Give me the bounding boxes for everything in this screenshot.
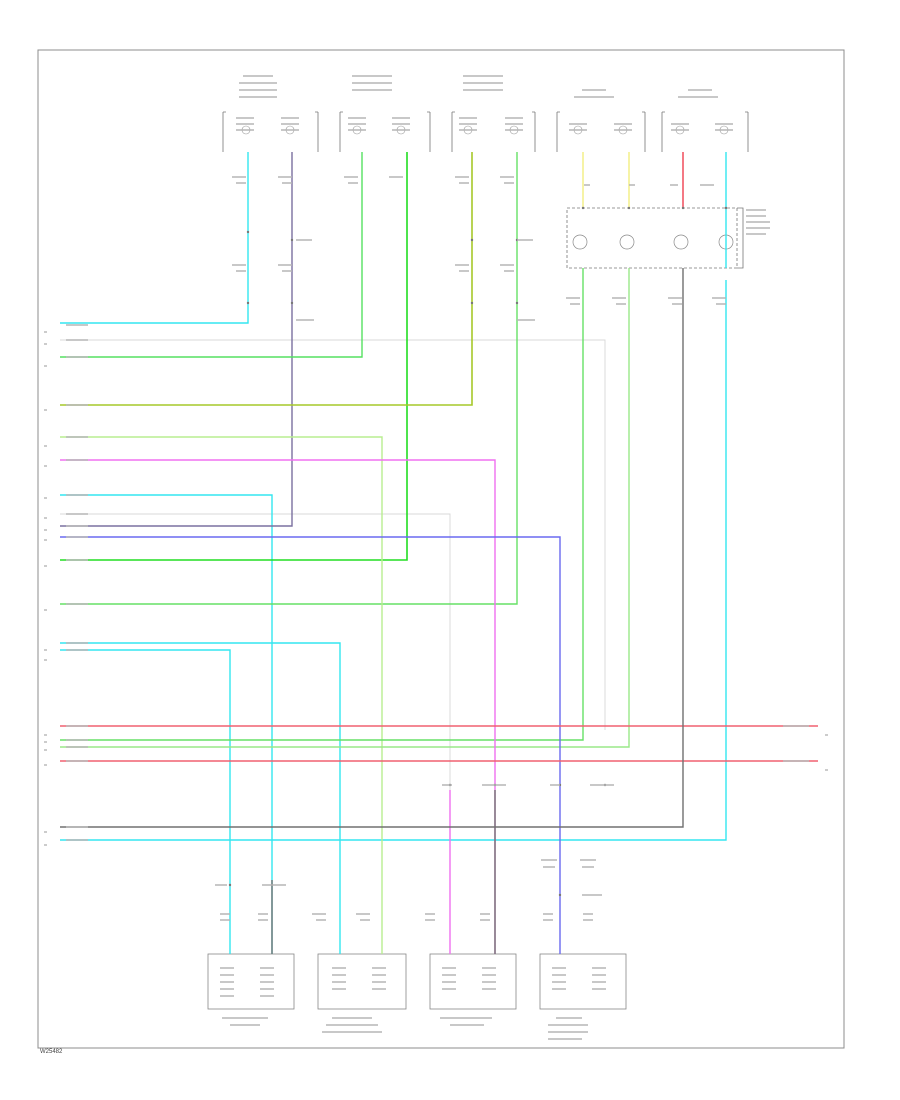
wire-green-1 [60, 152, 363, 358]
wire-green-2 [60, 152, 408, 561]
sensor-box-3 [451, 111, 536, 152]
wire-gray-1 [60, 268, 684, 828]
footer-code: W25482 [40, 1049, 63, 1055]
connector-module-pins [572, 234, 734, 250]
sensor-pins [241, 125, 729, 135]
top-components [222, 111, 749, 269]
sensor-box-5 [661, 111, 749, 152]
micro-label-marks [66, 75, 809, 1040]
splice-points [228, 206, 728, 897]
connector-module-bracket [737, 207, 744, 269]
wire-cyan-4 [60, 649, 231, 954]
left-pin-index [44, 331, 828, 846]
wire-violet-1 [60, 152, 293, 527]
diagram-frame [37, 49, 845, 1049]
bottom-box-3 [429, 953, 517, 1010]
wire-olive-1 [60, 152, 473, 406]
wire-blue-1 [60, 536, 561, 954]
connector-module-box [566, 207, 738, 269]
wire-green-5 [60, 268, 630, 748]
wire-pale-1 [60, 339, 606, 730]
wire-magenta-1 [60, 459, 496, 954]
sensor-box-2 [339, 111, 431, 152]
wire-pale-2 [60, 513, 451, 790]
wires [60, 152, 818, 954]
wire-green-3 [60, 152, 518, 605]
wire-cyan-3 [60, 642, 341, 954]
bottom-components [207, 953, 627, 1010]
bottom-box-4 [539, 953, 627, 1010]
wire-green-4 [60, 268, 584, 741]
bottom-box-1 [207, 953, 295, 1010]
sensor-box-1 [222, 111, 319, 152]
wire-cyan-5 [60, 152, 727, 841]
wire-cyan-2 [60, 494, 273, 954]
bottom-box-2 [317, 953, 407, 1010]
wire-cyan-1 [60, 152, 249, 324]
sensor-box-4 [556, 111, 646, 152]
wire-lightgreen-1 [60, 436, 383, 954]
